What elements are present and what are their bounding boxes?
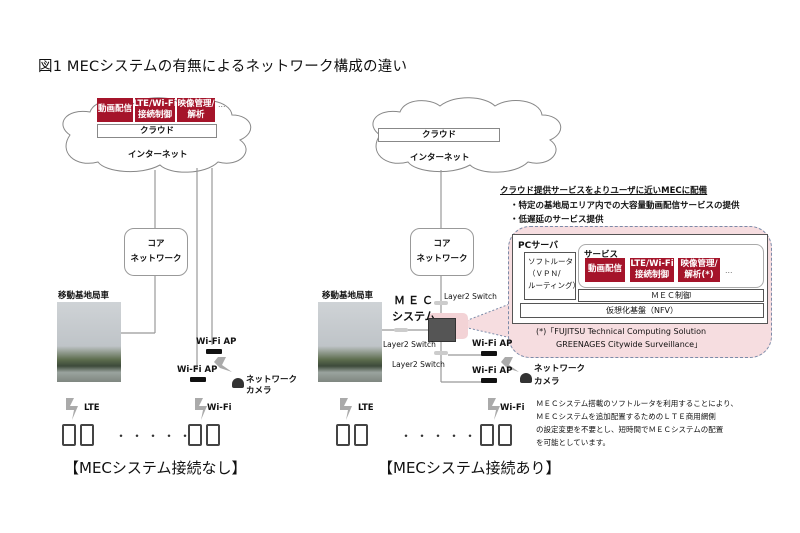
right-caption: 【MECシステム接続あり】 [378, 459, 561, 477]
right-services-more: … [725, 266, 733, 275]
figure-title: 図1 MECシステムの有無によるネットワーク構成の違い [38, 59, 408, 75]
note-line4: を可能としています。 [536, 438, 611, 447]
left-service-video: 動画配信 [97, 98, 133, 122]
right-service-video-mgmt: 映像管理/ 解析(*) [678, 258, 720, 282]
camera-icon [520, 373, 532, 383]
right-dots: ・・・・・ [400, 429, 481, 443]
right-internet-label: インターネット [410, 153, 470, 163]
core-label-line1: コア [147, 238, 165, 249]
nfv-box: 仮想化基盤（NFV） [520, 303, 764, 318]
soft-router-box: ソフトルータ （ＶＰＮ/ ルーティング） [524, 252, 581, 300]
mec-label-1: ＭＥＣ [394, 294, 436, 307]
right-wifi-label: Wi-Fi [500, 403, 525, 413]
soft-router-line3: ルーティング） [528, 281, 581, 290]
smartphone-icon [206, 424, 220, 446]
right-heading: クラウド提供サービスをよりユーザに近いMECに配備 [500, 186, 708, 196]
footnote-line2: GREENAGES Citywide Surveillance」 [556, 340, 703, 349]
switch-icon [434, 351, 448, 355]
note-line3: の設定変更を不要とし、短時間でＭＥＣシステムの配置 [536, 425, 724, 434]
smartphone-icon [336, 424, 350, 446]
smartphone-icon [188, 424, 202, 446]
left-service-lte-wifi: LTE/Wi-Fi 接続制御 [133, 98, 177, 122]
left-wifi-label: Wi-Fi [207, 403, 232, 413]
right-wifi-ap-2: Wi-Fi AP [472, 366, 513, 376]
note-line2: ＭＥＣシステムを追加配置するためのＬＴＥ商用網側 [536, 412, 716, 421]
services-box [578, 244, 764, 288]
soft-router-line1: ソフトルータ [528, 257, 573, 266]
footnote-line1: (*)「FUJITSU Technical Computing Solution [536, 327, 707, 336]
smartphone-icon [80, 424, 94, 446]
left-caption: 【MECシステム接続なし】 [64, 459, 247, 477]
right-lte-label: LTE [358, 403, 374, 413]
note-line1: ＭＥＣシステム搭載のソフトルータを利用することにより、 [536, 399, 738, 408]
left-camera-label-1: ネットワーク [246, 375, 298, 385]
smartphone-icon [480, 424, 494, 446]
right-vehicle-label: 移動基地局車 [322, 291, 374, 301]
core-label-line2: ネットワーク [416, 254, 468, 264]
services-label: サービス [584, 250, 619, 260]
right-service-lte-wifi: LTE/Wi-Fi 接続制御 [630, 258, 674, 282]
soft-router-line2: （ＶＰＮ/ [528, 269, 561, 278]
right-vehicle-photo [318, 302, 382, 382]
switch-bottom-label: Layer2 Switch [392, 360, 445, 369]
right-camera-label-2: カメラ [534, 377, 560, 387]
right-service-video: 動画配信 [585, 258, 625, 282]
right-core-network: コア ネットワーク [410, 228, 474, 276]
left-lte-label: LTE [84, 403, 100, 413]
router-icon [190, 377, 206, 382]
smartphone-icon [498, 424, 512, 446]
left-dots: ・・・・・ [115, 429, 196, 443]
left-wifi-ap-2: Wi-Fi AP [177, 365, 218, 375]
switch-top-label: Layer2 Switch [444, 292, 497, 301]
left-camera-label-2: カメラ [246, 386, 272, 396]
router-icon [206, 349, 222, 354]
mec-label-2: システム [392, 310, 436, 323]
left-services-more: … [218, 100, 226, 109]
camera-icon [232, 378, 244, 388]
core-label-line1: コア [433, 238, 451, 249]
core-label-line2: ネットワーク [130, 254, 182, 264]
signal-bolts [66, 357, 519, 420]
right-bullet-2: ・低遅延のサービス提供 [510, 215, 604, 225]
pc-server-label: PCサーバ [518, 241, 559, 251]
switch-icon [434, 301, 448, 305]
router-icon [481, 378, 497, 383]
right-wifi-ap-1: Wi-Fi AP [472, 339, 513, 349]
mec-control-box: ＭＥＣ制御 [578, 289, 764, 302]
switch-icon [394, 328, 408, 332]
left-core-network: コア ネットワーク [124, 228, 188, 276]
left-cloud-box: クラウド [97, 124, 217, 138]
left-vehicle-label: 移動基地局車 [58, 291, 110, 301]
left-wifi-ap-1: Wi-Fi AP [196, 337, 237, 347]
router-icon [481, 351, 497, 356]
smartphone-icon [354, 424, 368, 446]
right-cloud-box: クラウド [378, 128, 500, 142]
left-service-video-mgmt: 映像管理/ 解析 [177, 98, 215, 122]
switch-left-label: Layer2 Switch [383, 340, 436, 349]
smartphone-icon [62, 424, 76, 446]
mec-description: ＭＥＣシステム搭載のソフトルータを利用することにより、 ＭＥＣシステムを追加配置… [536, 397, 738, 449]
left-internet-label: インターネット [128, 150, 188, 160]
right-camera-label-1: ネットワーク [534, 364, 586, 374]
mec-server-icon [428, 318, 456, 342]
right-bullet-1: ・特定の基地局エリア内での大容量動画配信サービスの提供 [510, 201, 740, 211]
left-vehicle-photo [57, 302, 121, 382]
